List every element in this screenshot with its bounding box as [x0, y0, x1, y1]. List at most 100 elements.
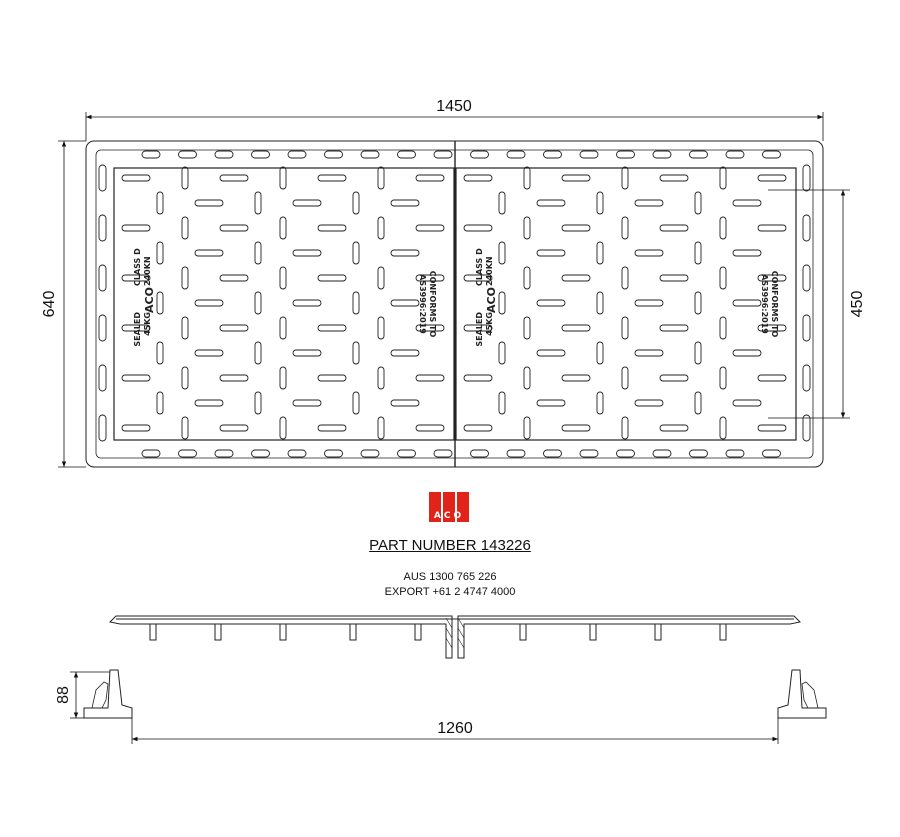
grate-slot	[121, 274, 151, 282]
grate-slot	[621, 216, 629, 240]
grate-slot	[219, 274, 249, 282]
grate-slot	[719, 166, 727, 190]
frame-profile-left	[83, 669, 133, 719]
grate-right-marking: CONFORMS TO AS3996:2019	[760, 271, 779, 338]
frame-slot	[251, 449, 270, 458]
dim-label-88: 88	[55, 686, 72, 704]
grate-slot	[219, 374, 249, 382]
frame-slot	[433, 150, 453, 159]
frame-slot	[98, 164, 107, 192]
frame-slot	[141, 150, 161, 159]
frame-slot	[802, 414, 811, 442]
grate-slot	[279, 216, 287, 240]
grate-slot	[757, 374, 787, 382]
grate-slot	[621, 266, 629, 290]
grate-slot	[596, 191, 604, 215]
grate-slot	[156, 291, 164, 315]
frame-slot	[652, 150, 672, 159]
grate-left-marking: CONFORMS TO AS3996:2019	[418, 271, 437, 338]
grate-slot	[181, 266, 189, 290]
frame-slot	[98, 214, 107, 242]
grate-slot	[121, 224, 151, 232]
frame-slot	[802, 264, 811, 292]
grate-slot	[561, 324, 591, 332]
frame-slot	[287, 449, 307, 458]
grate-slot	[757, 224, 787, 232]
grate-slot	[292, 249, 322, 257]
frame-slot	[802, 164, 811, 192]
frame-slot	[360, 449, 380, 458]
grate-slot	[732, 299, 762, 307]
grate-slot	[523, 416, 531, 440]
grate-slot	[463, 374, 493, 382]
frame-slot	[360, 150, 380, 159]
frame-slot	[506, 150, 526, 159]
grate-slot	[181, 316, 189, 340]
grate-slot	[719, 316, 727, 340]
section-rib	[214, 624, 222, 641]
frame-slot	[652, 449, 672, 458]
grate-slot	[621, 366, 629, 390]
frame-slot	[141, 449, 161, 458]
frame-slot	[802, 214, 811, 242]
frame-slot	[251, 150, 270, 159]
grate-slot	[292, 349, 322, 357]
frame-slot	[324, 449, 343, 458]
grate-slot	[254, 291, 262, 315]
dim-label-450: 450	[849, 291, 866, 318]
grate-slot	[279, 316, 287, 340]
grate-slot	[561, 274, 591, 282]
aco-logo: ACO	[429, 492, 469, 522]
grate-slot	[596, 341, 604, 365]
grate-slot	[121, 374, 151, 382]
frame-slot	[616, 150, 635, 159]
dimension-frame-height	[70, 671, 110, 719]
dimension-overall-height	[58, 140, 86, 468]
dim-label-1450: 1450	[436, 98, 472, 115]
frame-slot	[725, 150, 745, 159]
cast-brand-left: ACO	[143, 287, 156, 313]
grate-slot	[121, 174, 151, 182]
grate-slot	[352, 241, 360, 265]
grate-slot	[719, 216, 727, 240]
grate-slot	[254, 391, 262, 415]
frame-slot	[543, 449, 562, 458]
grate-slot	[279, 266, 287, 290]
grate-slot	[194, 249, 224, 257]
grate-slot	[596, 241, 604, 265]
part-number-label: PART NUMBER 143226	[369, 537, 531, 554]
grate-slot	[390, 299, 420, 307]
frame-slot	[98, 364, 107, 392]
grate-slot	[659, 374, 689, 382]
frame-slot	[470, 449, 489, 458]
grate-slot	[279, 366, 287, 390]
grate-right-marking-2: SEALED 45KG ACO CLASS D 240KN	[475, 248, 498, 347]
grate-slot	[219, 324, 249, 332]
grate-slot	[292, 199, 322, 207]
grate-slot	[377, 266, 385, 290]
frame-slot	[762, 150, 781, 159]
section-view	[83, 615, 827, 719]
grate-slot	[415, 324, 445, 332]
grate-slot	[659, 224, 689, 232]
grate-slot	[757, 324, 787, 332]
grate-slot	[732, 249, 762, 257]
grate-slot	[415, 424, 445, 432]
grate-slot	[523, 366, 531, 390]
grate-slot	[352, 391, 360, 415]
cast-conforms-right: CONFORMS TO	[770, 271, 779, 338]
grate-slot	[121, 324, 151, 332]
cast-class-right: CLASS D	[475, 248, 484, 286]
grate-slot	[596, 291, 604, 315]
grate-slot	[415, 374, 445, 382]
frame-slot	[802, 364, 811, 392]
grate-slot	[254, 191, 262, 215]
grate-slot	[732, 199, 762, 207]
grate-slot	[634, 249, 664, 257]
grate-right	[455, 167, 797, 441]
grate-slot	[719, 366, 727, 390]
grate-slot	[694, 341, 702, 365]
grate-slot	[352, 291, 360, 315]
grate-slot	[498, 391, 506, 415]
grate-slot	[415, 174, 445, 182]
